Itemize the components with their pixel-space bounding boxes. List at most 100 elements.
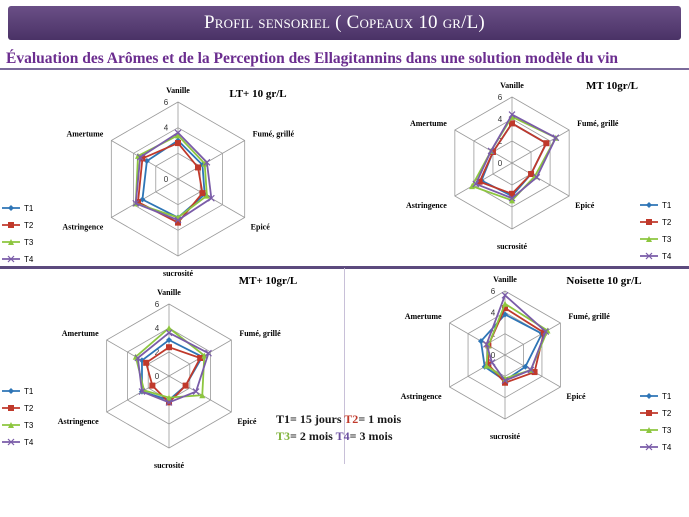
chart-1-legend-label-T2: T2 [24,221,34,230]
chart-2-point-T2 [476,178,483,185]
time-legend-t2: T2 [344,412,359,426]
chart-2-axis-label: Astringence [406,201,447,210]
chart-1-point-T4 [174,216,182,224]
chart-1-axis-label: Astringence [62,223,103,232]
chart-2-axis-label: Fumé, grillé [577,119,619,128]
time-legend-line-1: T1= 15 jours T2= 1 mois [276,412,401,427]
chart-4-tick-label: 0 [491,351,496,360]
chart-3-point-T2 [197,355,204,361]
chart-2-axis-label: Epicé [575,201,595,210]
chart-1-legend-marker-T2 [8,222,14,228]
chart-1-legend-label-T1: T1 [24,204,34,213]
vertical-divider [344,268,345,464]
chart-1-point-T3 [203,192,210,199]
chart-1-point-T3 [175,132,181,139]
chart-3-point-T4 [134,354,142,362]
chart-2-point-T2 [543,140,550,147]
chart-3-legend-marker-T1 [8,388,14,394]
chart-3-axis-label: Vanille [157,288,181,297]
chart-1-tick-label: 6 [164,98,169,107]
chart-2-point-T4 [508,194,516,202]
chart-1-series-T3 [134,134,208,219]
chart-4-point-T4 [483,340,490,348]
chart-3-tick-label: 6 [155,300,160,309]
chart-1-axis-label: Epicé [251,223,271,232]
chart-1-legend-marker-T1 [8,205,14,211]
chart-4-axis-label: Epicé [566,392,586,401]
chart-3-point-T2 [143,359,150,366]
chart-2-tick-label: 6 [498,93,503,102]
chart-2-point-T4 [508,111,516,119]
time-legend-t3-value: = 2 mois [290,429,336,443]
chart-4-point-T3 [502,300,508,307]
chart-4-spoke [449,322,506,356]
chart-1-axis-label: Vanille [166,86,190,95]
chart-4-point-T3 [483,362,490,369]
chart-2-axis-label: Vanille [500,81,524,90]
chart-4-point-T2 [485,361,492,368]
chart-4-point-T1 [522,363,529,370]
chart-2-spoke [454,162,513,197]
chart-3-point-T2 [149,382,156,389]
time-legend-t4-value: = 3 mois [349,429,393,443]
chart-3-point-T4 [138,388,146,396]
chart-1-axis-label: Fumé, grillé [253,130,295,139]
chart-3-legend-label-T1: T1 [24,387,34,396]
chart-2-axis-label: sucrosité [497,242,528,251]
chart-1-point-T2 [199,190,206,197]
chart-1-point-T2 [195,164,202,171]
chart-3-point-T2 [166,344,172,351]
chart-2-point-T3 [468,183,475,190]
chart-2-point-T2 [509,190,515,197]
chart-4-spoke [449,354,506,388]
chart-3-spoke [106,375,170,413]
chart-4-spoke [504,322,561,356]
title-banner: Profil sensoriel ( Copeaux 10 gr/L) [8,6,681,40]
chart-1-point-T2 [175,219,181,226]
chart-3-point-T4 [165,398,173,406]
chart-2-point-T3 [509,197,515,204]
chart-4-legend-label-T2: T2 [662,409,672,418]
chart-3-axis-label: Fumé, grillé [239,329,281,338]
chart-2-point-T4 [472,180,480,188]
chart-4-legend-marker-T1 [646,393,652,399]
chart-3-legend-label-T4: T4 [24,438,34,447]
chart-3-tick-label: 4 [155,324,160,333]
chart-4-point-T1 [477,338,484,345]
chart-3-axis-label: Amertume [62,329,99,338]
chart-4-axis-label: sucrosité [490,432,521,441]
chart-3-legend-label-T3: T3 [24,421,34,430]
chart-2-spoke [454,129,513,164]
chart-3-axis-label: Epicé [237,417,257,426]
chart-4-title: Noisette 10 gr/L [566,275,641,287]
chart-1-spoke [111,178,179,218]
chart-4-point-T4 [542,328,550,335]
chart-2-series-T2 [478,122,548,195]
chart-3-axis-label: Astringence [58,417,99,426]
page-title: Profil sensoriel ( Copeaux 10 gr/L) [204,12,485,33]
chart-3-point-T4 [165,329,173,337]
chart-4-point-T4 [488,359,496,366]
chart-1-spoke [177,140,245,180]
chart-2-point-T4 [552,134,560,142]
chart-1-point-T4 [174,129,182,137]
chart-1-tick-label: 4 [164,124,169,133]
chart-1-tick-label: 0 [164,175,169,184]
chart-2-point-T4 [533,173,541,181]
chart-4-point-T2 [502,305,508,312]
chart-4-point-T4 [501,377,509,385]
time-legend-t1: T1= 15 jours [276,412,345,426]
chart-1-axis-label: sucrosité [163,269,194,278]
chart-1-axis-label: Amertume [66,130,103,139]
chart-3-spoke [168,375,232,413]
chart-2-tick-label: 0 [498,159,503,168]
chart-2-legend-label-T2: T2 [662,218,672,227]
chart-4-legend-label-T4: T4 [662,443,672,452]
chart-3-legend-label-T2: T2 [24,404,34,413]
time-legend-line-2: T3= 2 mois T4= 3 mois [276,429,393,444]
chart-1-point-T4 [136,153,144,161]
chart-1-legend-label-T3: T3 [24,238,34,247]
chart-1-series-T1 [141,139,206,219]
chart-4-tick-label: 6 [491,287,496,296]
